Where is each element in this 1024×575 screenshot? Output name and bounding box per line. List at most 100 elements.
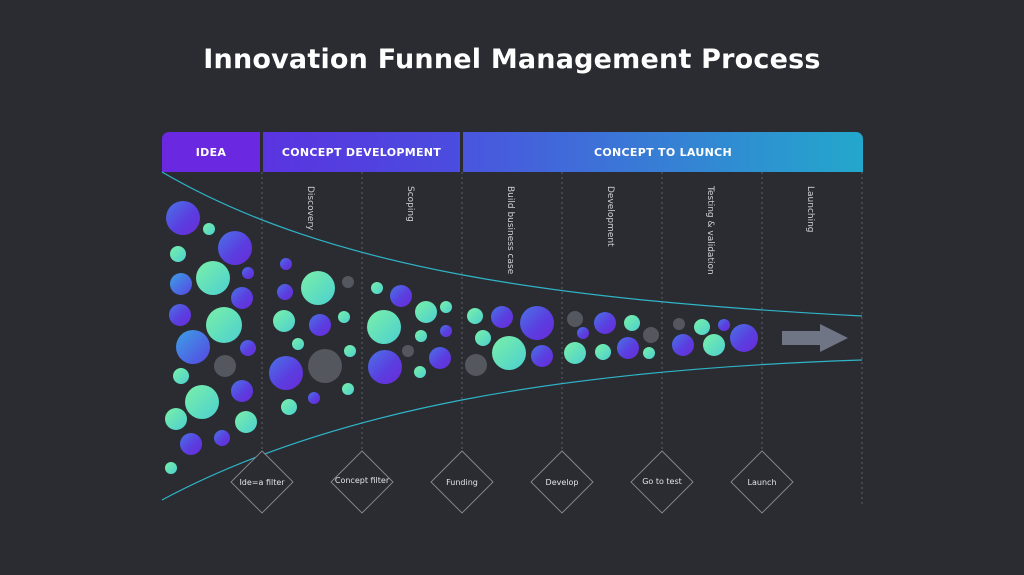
scoping-bubble (402, 345, 414, 357)
gate-diamond (730, 450, 794, 514)
funnel-bottom-curve (161, 359, 863, 501)
idea-bubble (170, 246, 186, 262)
idea-bubble (165, 462, 177, 474)
launch-bubble (531, 345, 553, 367)
bubbles-idea-stage (165, 201, 257, 474)
develop-bubble (567, 311, 583, 327)
concept-bubble (273, 310, 295, 332)
stage-concept-to-launch-label: CONCEPT TO LAUNCH (594, 145, 732, 159)
testing-bubble (718, 319, 730, 331)
idea-bubble (206, 307, 242, 343)
funnel-top-curve (161, 171, 863, 317)
gate-label-develop: Develop (545, 478, 579, 487)
idea-bubble (231, 380, 253, 402)
develop-bubble (594, 312, 616, 334)
output-arrow-icon (782, 324, 848, 352)
launch-bubble (491, 306, 513, 328)
develop-bubble (617, 337, 639, 359)
concept-bubble (308, 392, 320, 404)
concept-bubble (344, 345, 356, 357)
launch-bubble (465, 354, 487, 376)
scoping-bubble (415, 330, 427, 342)
step-label-launching: Launching (805, 186, 815, 233)
idea-bubble (173, 368, 189, 384)
scoping-bubble (367, 310, 401, 344)
develop-bubble (643, 347, 655, 359)
gate-diamond (230, 450, 294, 514)
idea-bubble (240, 340, 256, 356)
concept-bubble (308, 349, 342, 383)
idea-bubble (169, 304, 191, 326)
gate-label-funding: Funding (446, 478, 478, 487)
gate-label-idea-filter: Ide=a filter (239, 478, 285, 487)
concept-bubble (342, 383, 354, 395)
gate-diamond (430, 450, 494, 514)
step-label-scoping: Scoping (405, 186, 415, 222)
step-label-development: Development (605, 186, 615, 247)
testing-bubble (673, 318, 685, 330)
scoping-bubble (371, 282, 383, 294)
develop-bubble (624, 315, 640, 331)
idea-bubble (214, 430, 230, 446)
concept-bubble (269, 356, 303, 390)
idea-bubble (235, 411, 257, 433)
develop-bubble (564, 342, 586, 364)
launch-bubble (520, 306, 554, 340)
idea-bubble (170, 273, 192, 295)
idea-bubble (196, 261, 230, 295)
scoping-bubble (368, 350, 402, 384)
gate-diamonds (230, 450, 794, 514)
idea-bubble (242, 267, 254, 279)
testing-bubble (672, 334, 694, 356)
idea-bubble (185, 385, 219, 419)
launch-bubble (492, 336, 526, 370)
gate-diamond (630, 450, 694, 514)
gate-label-go-to-test: Go to test (642, 477, 682, 486)
launch-bubble (475, 330, 491, 346)
idea-bubble (231, 287, 253, 309)
idea-bubble (180, 433, 202, 455)
scoping-bubble (440, 301, 452, 313)
testing-bubble (694, 319, 710, 335)
concept-bubble (280, 258, 292, 270)
idea-bubble (218, 231, 252, 265)
stage-idea-bar: IDEA (162, 132, 260, 172)
scoping-bubble (440, 325, 452, 337)
concept-bubble (292, 338, 304, 350)
concept-bubble (277, 284, 293, 300)
gate-label-launch: Launch (747, 478, 777, 487)
gate-label-concept-filter: Concept filter (334, 476, 390, 485)
gate-diamond (530, 450, 594, 514)
develop-bubble (643, 327, 659, 343)
scoping-bubble (429, 347, 451, 369)
develop-bubble (577, 327, 589, 339)
step-label-build-business-case: Build business case (505, 186, 515, 275)
stage-idea-label: IDEA (195, 145, 227, 159)
bubbles-launch-stage (465, 306, 758, 376)
launch-bubble (467, 308, 483, 324)
idea-bubble (165, 408, 187, 430)
step-label-testing-validation: Testing & validation (705, 186, 715, 275)
step-label-discovery: Discovery (305, 186, 315, 231)
develop-bubble (595, 344, 611, 360)
step-separators (261, 172, 863, 505)
stage-concept-to-launch-bar: CONCEPT TO LAUNCH (463, 132, 863, 172)
testing-bubble (703, 334, 725, 356)
bubbles-concept-stage (269, 258, 452, 415)
concept-bubble (309, 314, 331, 336)
concept-bubble (301, 271, 335, 305)
idea-bubble (176, 330, 210, 364)
idea-bubble (166, 201, 200, 235)
idea-bubble (203, 223, 215, 235)
stage-concept-development-bar: CONCEPT DEVELOPMENT (263, 132, 460, 172)
page-title: Innovation Funnel Management Process (203, 44, 821, 75)
testing-bubble (730, 324, 758, 352)
scoping-bubble (414, 366, 426, 378)
concept-bubble (342, 276, 354, 288)
idea-bubble (214, 355, 236, 377)
concept-bubble (281, 399, 297, 415)
scoping-bubble (415, 301, 437, 323)
gate-diamond (330, 450, 394, 514)
concept-bubble (338, 311, 350, 323)
